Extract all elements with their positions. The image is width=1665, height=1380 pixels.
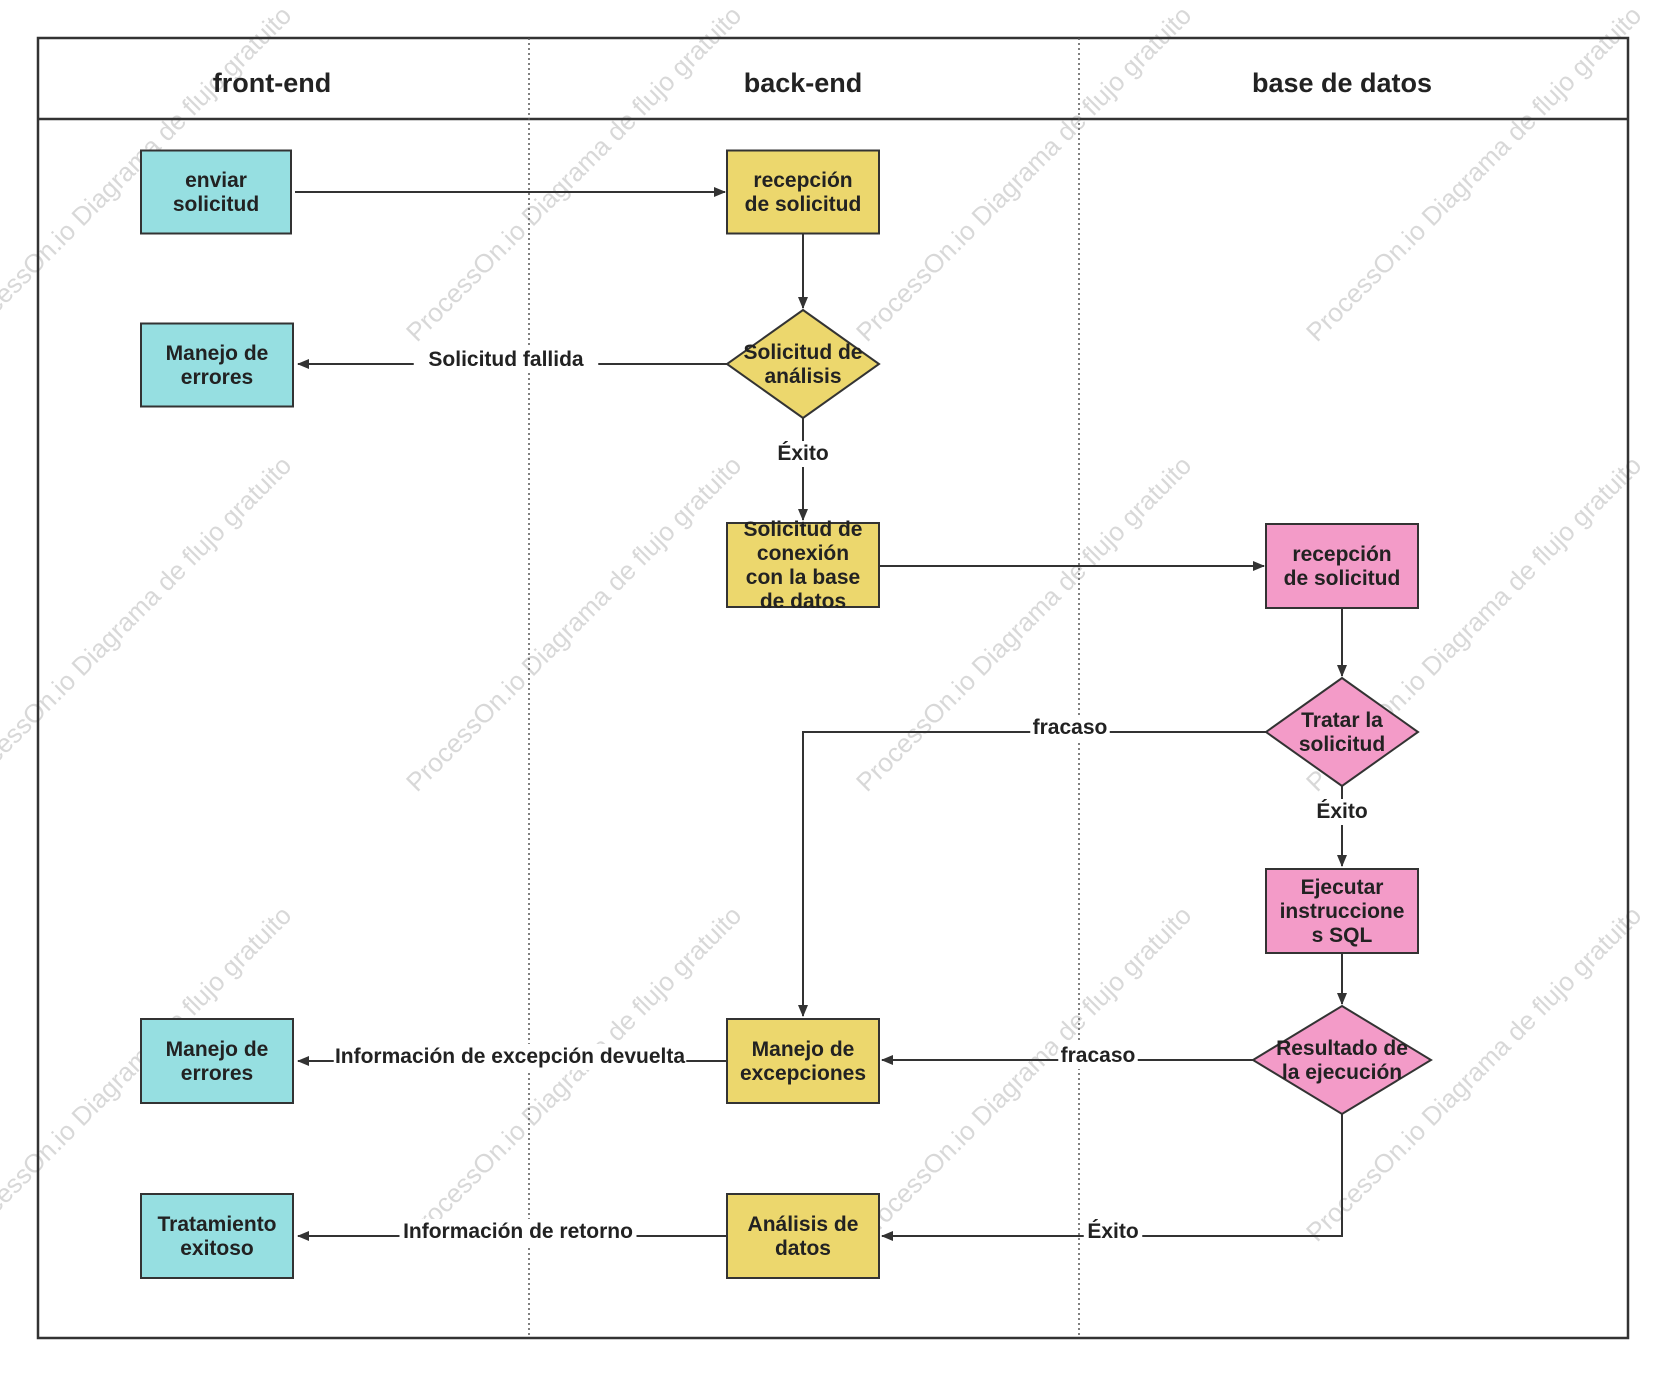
node-label: Tratar la — [1301, 709, 1383, 732]
watermark-text: ProcessOn.io Diagrama de flujo gratuito — [400, 450, 747, 797]
edge-label-text: Éxito — [777, 442, 828, 465]
edge-label-background — [1058, 1043, 1138, 1069]
node-label: recepción — [753, 169, 852, 192]
watermark-text: ProcessOn.io Diagrama de flujo gratuito — [1300, 0, 1647, 347]
edge-label-text: Solicitud fallida — [428, 348, 584, 371]
node-label: Tratamiento — [157, 1213, 276, 1236]
node-label: con la base — [746, 566, 860, 589]
edge-label-background — [773, 441, 833, 467]
edge-resultado-ejecucion-to-analisis-datos — [881, 1114, 1343, 1241]
node-label: conexión — [757, 542, 849, 565]
edge-label-text: fracaso — [1061, 1044, 1136, 1067]
edge-label-e12: Éxito — [1083, 1219, 1143, 1245]
node-label: la ejecución — [1282, 1061, 1402, 1084]
edge-label-text: Éxito — [1316, 800, 1367, 823]
edge-label-background — [399, 1219, 637, 1245]
edge-label-e8: Éxito — [1312, 799, 1372, 825]
node-label: enviar — [185, 169, 247, 192]
edge-label-e3: Solicitud fallida — [413, 347, 599, 373]
node-label: análisis — [764, 365, 841, 388]
watermark-text: ProcessOn.io Diagrama de flujo gratuito — [0, 450, 297, 797]
diagram-border — [36, 36, 1630, 1340]
process-shape — [140, 1018, 294, 1104]
swimlane-frame — [36, 36, 1630, 1340]
edge-label-e10: fracaso — [1058, 1043, 1138, 1069]
process-shape — [1265, 523, 1419, 609]
watermark-text: ProcessOn.io Diagrama de flujo gratuito — [850, 450, 1197, 797]
node-label: s SQL — [1312, 924, 1373, 947]
node-label: Solicitud de — [743, 341, 862, 364]
node-label: Solicitud de — [743, 518, 862, 541]
node-label: de solicitud — [745, 193, 862, 216]
watermark-text: ProcessOn.io Diagrama de flujo gratuito — [850, 0, 1197, 347]
node-label: de datos — [760, 590, 846, 613]
node-label: errores — [181, 366, 253, 389]
node-label: Resultado de — [1276, 1037, 1408, 1060]
lane-title-db: base de datos — [1252, 68, 1432, 98]
process-shape — [726, 149, 880, 235]
edge-label-text: Éxito — [1087, 1220, 1138, 1243]
node-label: de solicitud — [1284, 567, 1401, 590]
edge-label-e4: Éxito — [773, 441, 833, 467]
node-label: Manejo de — [752, 1038, 855, 1061]
decision-shape — [1264, 676, 1420, 788]
node-label: errores — [181, 1062, 253, 1085]
edge-label-text: Información de retorno — [403, 1220, 633, 1243]
node-label: instruccione — [1280, 900, 1405, 923]
watermark-text: ProcessOn.io Diagrama de flujo gratuito — [400, 900, 747, 1247]
edge-tratar-solicitud-to-manejo-excepciones — [798, 731, 1266, 1017]
node-label: Análisis de — [748, 1213, 859, 1236]
node-label: datos — [775, 1237, 831, 1260]
edge-label-background — [1083, 1219, 1143, 1245]
lane-title-frontend: front-end — [213, 68, 331, 98]
edge-label-e11: Información de excepción devuelta — [333, 1044, 687, 1070]
edge-label-text: Información de excepción devuelta — [335, 1045, 685, 1068]
edge-label-background — [333, 1044, 687, 1070]
watermark-text: ProcessOn.io Diagrama de flujo gratuito — [400, 0, 747, 347]
process-shape — [726, 1018, 880, 1104]
process-shape — [1265, 868, 1419, 954]
edge-label-text: fracaso — [1033, 716, 1108, 739]
lane-title-backend: back-end — [744, 68, 863, 98]
edge-label-background — [1312, 799, 1372, 825]
node-label: Manejo de — [166, 1038, 269, 1061]
node-label: solicitud — [173, 193, 259, 216]
edge-label-background — [1030, 715, 1110, 741]
process-shape — [726, 1193, 880, 1279]
process-shape — [140, 1193, 294, 1279]
node-label: Manejo de — [166, 342, 269, 365]
node-label: recepción — [1292, 543, 1391, 566]
edge-label-e13: Información de retorno — [399, 1219, 637, 1245]
node-label: solicitud — [1299, 733, 1385, 756]
lane-header: front-end back-end base de datos — [213, 68, 1432, 98]
decision-shape — [725, 308, 881, 420]
edge-label-layer: Solicitud fallidaÉxitofracasoÉxitofracas… — [333, 347, 1372, 1245]
node-label: excepciones — [740, 1062, 866, 1085]
process-shape — [726, 522, 880, 608]
watermark-text: ProcessOn.io Diagrama de flujo gratuito — [850, 900, 1197, 1247]
process-shape — [140, 149, 292, 235]
node-label: Ejecutar — [1301, 876, 1384, 899]
edge-label-background — [413, 347, 599, 373]
node-label: exitoso — [180, 1237, 254, 1260]
edge-label-e7: fracaso — [1030, 715, 1110, 741]
decision-shape — [1251, 1004, 1433, 1116]
process-shape — [140, 322, 294, 408]
